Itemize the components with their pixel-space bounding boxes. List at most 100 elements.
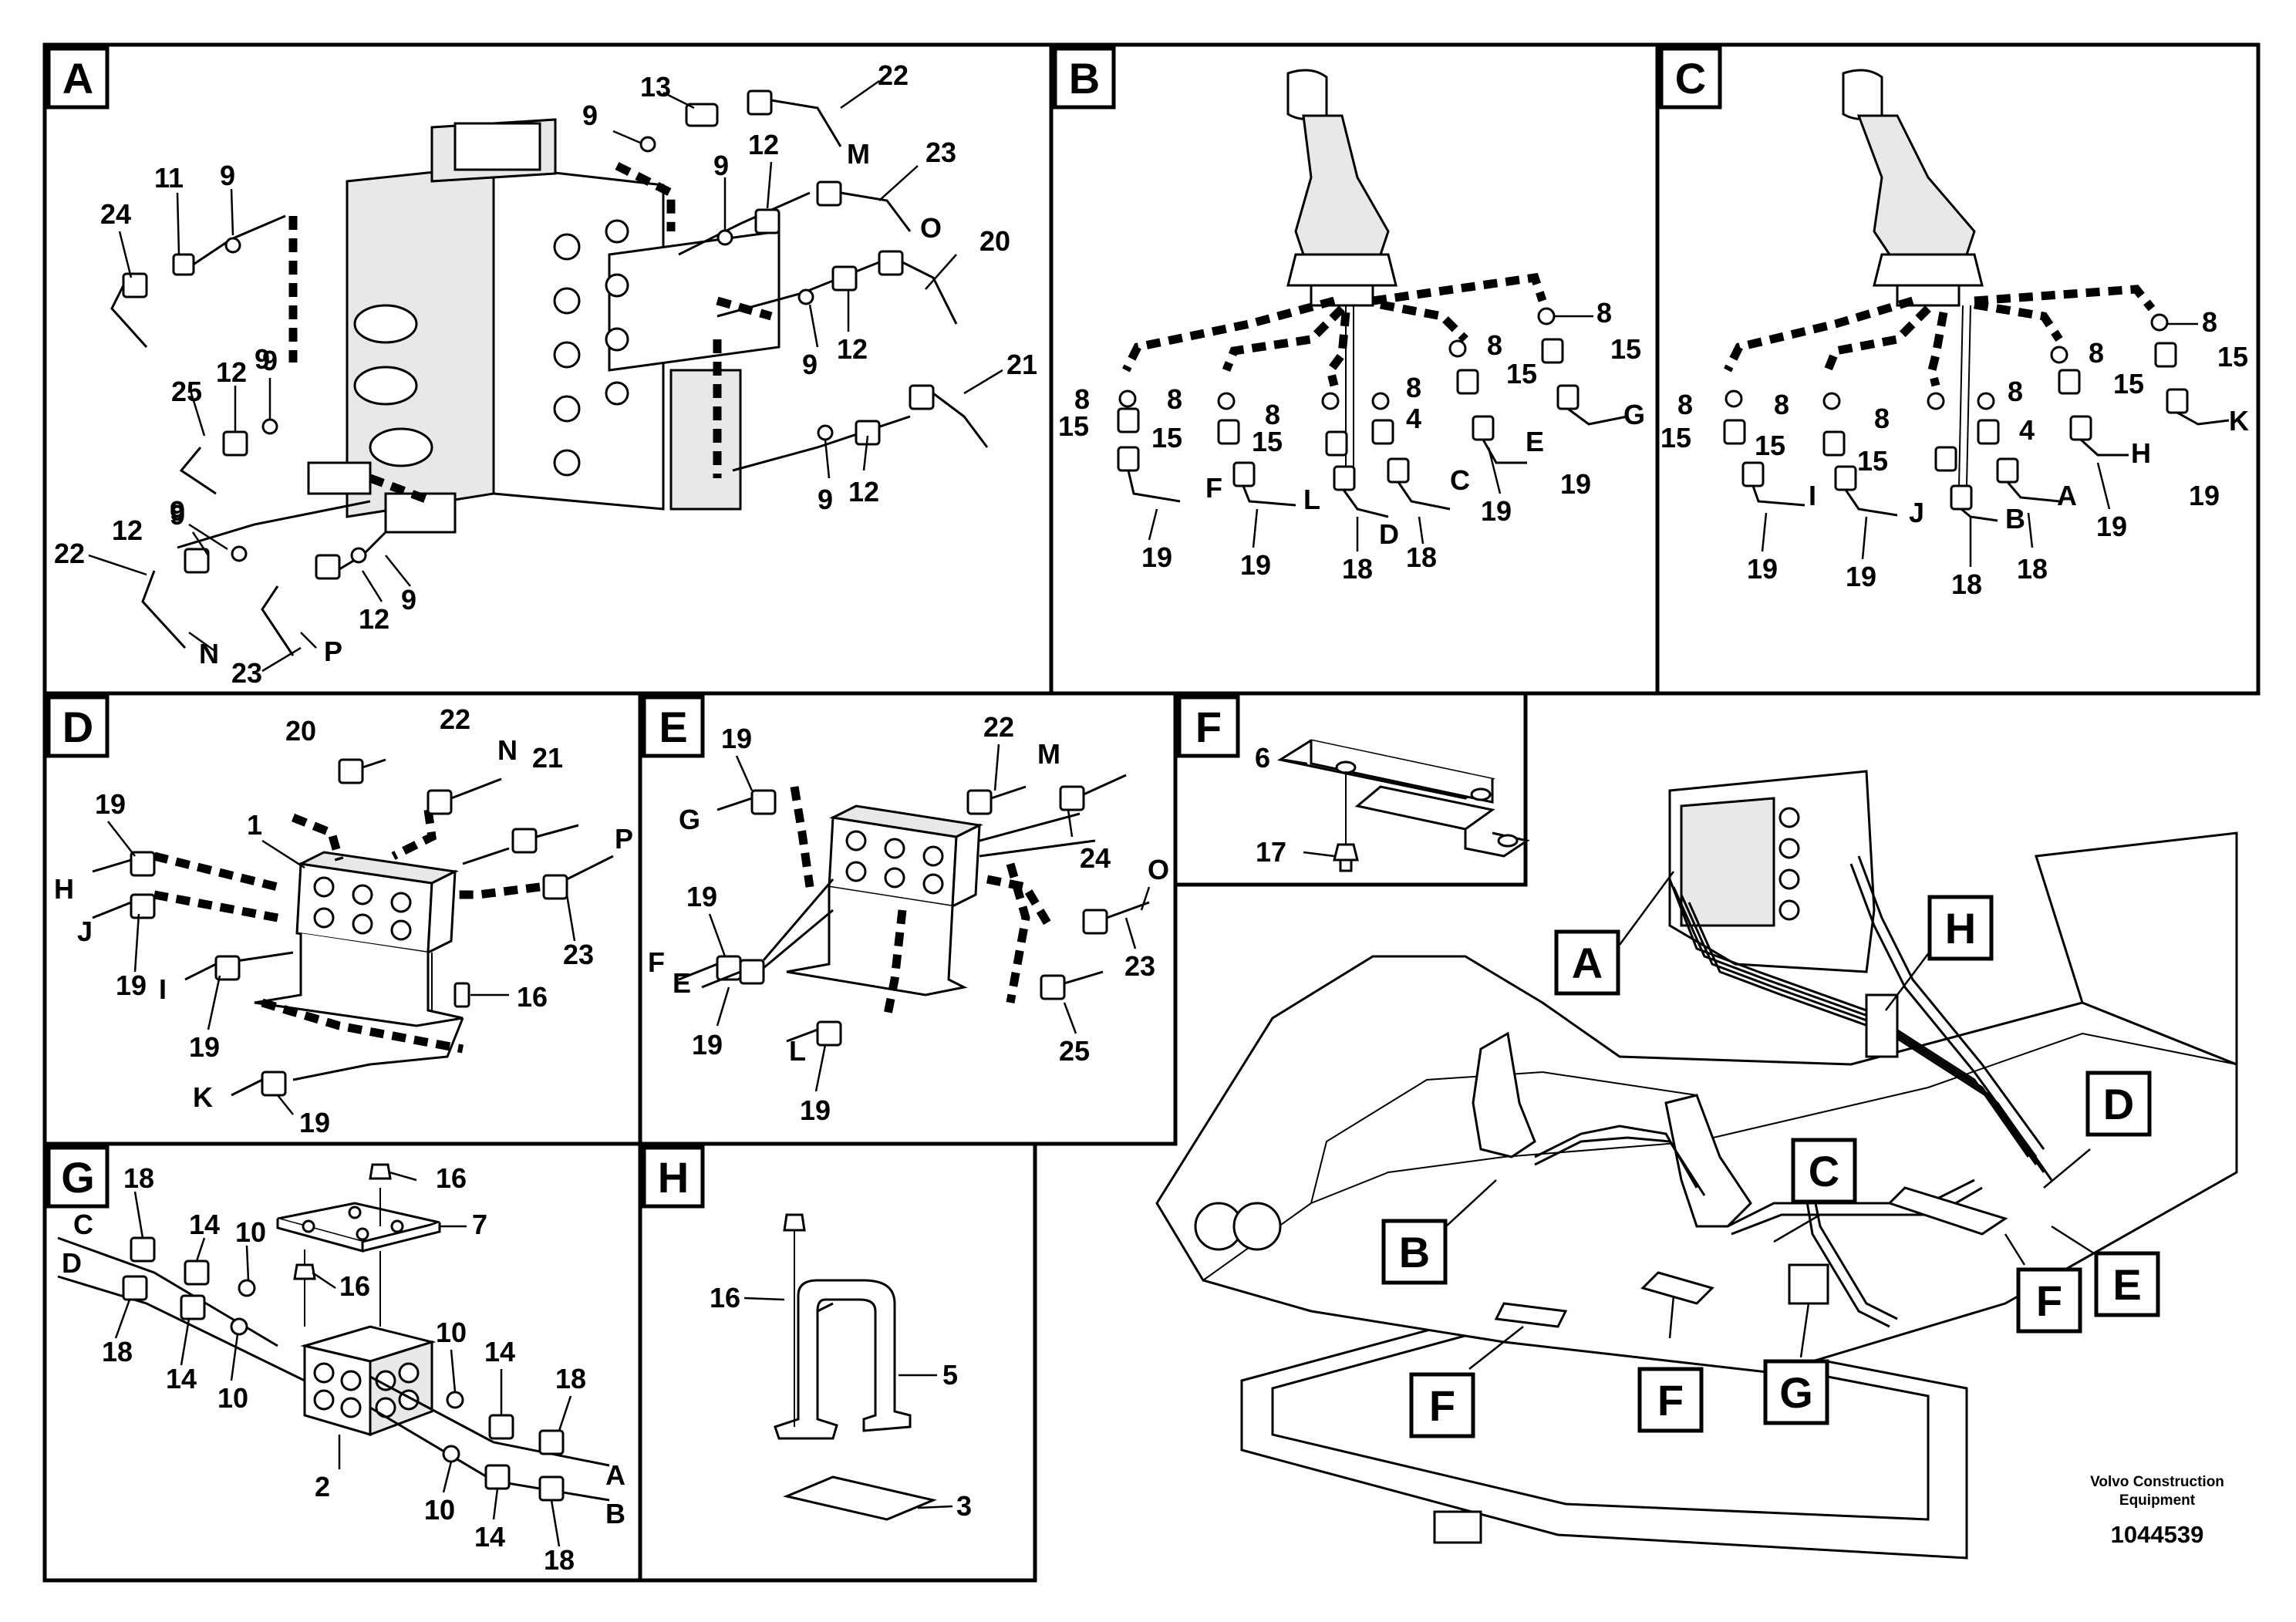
label-g-16b: 16 [339,1270,370,1302]
panel-f-tag: F [1195,703,1222,751]
panel-b: B [1053,46,1645,585]
callout-f3-box [1637,1367,1704,1433]
label-d-22: 22 [440,703,470,735]
label-c-15e: 15 [1857,445,1888,477]
label-d-H: H [54,873,74,905]
label-c-K: K [2229,405,2249,437]
dashed-hose-c4 [1974,300,2063,342]
label-b-15b: 15 [1506,358,1537,389]
label-c-A: A [2057,480,2077,511]
label-b-8b: 8 [1487,329,1502,361]
label-c-15c: 15 [1660,422,1691,454]
label-c-8f: 8 [2008,376,2023,407]
fittings-panel-d [92,758,614,1097]
fittings-panel-b [1117,307,1628,518]
label-h-16: 16 [710,1282,740,1313]
label-b-19: 19 [1560,468,1591,500]
block-drawing-g [276,1188,441,1437]
label-f-6: 6 [1255,742,1270,774]
panel-a: A [46,46,1037,689]
panel-b-labels: 8 8 15 8 15 8 8 8 4 15 15 15 G F L C E 1… [1058,297,1645,585]
label-c-15: 15 [2217,341,2248,373]
panel-frames [42,42,2261,1583]
hose-g2 [57,1275,305,1382]
panel-d-labels: 20 22 N 21 1 P 19 H J 19 23 I 16 19 K 19 [54,703,633,1138]
label-e-F: F [648,946,665,978]
callout-h: H [1945,904,1976,953]
label-g-10: 10 [235,1216,266,1248]
label-c-8b: 8 [2089,337,2104,369]
footer: Volvo Construction Equipment 1044539 [2090,1474,2224,1548]
dashed-hose-e4 [986,875,1053,928]
label-a-O: O [920,212,942,244]
label-g-10e: 10 [424,1494,455,1526]
label-e-25: 25 [1059,1035,1090,1067]
label-a-9e: 9 [802,349,818,380]
label-e-E: E [673,967,691,999]
label-a-12d: 12 [848,476,879,508]
dashed-hose-a5 [369,474,433,506]
label-e-19d: 19 [800,1094,831,1126]
callout-f2: F [1429,1381,1455,1430]
panel-e-tag-box [642,695,705,758]
panel-a-labels: 13 22 9 M 23 11 9 24 9 12 O 20 9 9 12 25… [54,59,1037,689]
label-e-22: 22 [983,711,1014,743]
panel-h-frame [638,1141,1037,1583]
label-g-C: C [73,1209,93,1240]
hose-d3 [292,1017,464,1081]
manifold-drawing-d [254,851,464,1027]
callout-b-box [1381,1219,1448,1285]
label-a-9h: 9 [170,495,185,527]
label-g-B: B [605,1498,625,1529]
dashed-hose-c2 [1823,305,1931,373]
label-g-10d: 10 [424,1494,455,1526]
callout-f3: F [1657,1376,1684,1425]
panel-d: D [46,695,633,1138]
panel-c: C [1659,46,2249,600]
label-b-E: E [1526,426,1544,457]
dashed-hose-c3 [1927,312,1948,387]
callout-d: D [2103,1080,2134,1128]
control-valve-drawing [307,118,781,534]
fittings-panel-a [110,89,989,656]
label-a-20: 20 [979,225,1010,257]
label-c-15d: 15 [1755,430,1785,461]
label-g-14: 14 [189,1209,220,1240]
overview-drawing [1155,770,2238,1560]
label-a-M: M [847,138,870,170]
label-a-11: 11 [154,162,184,194]
label-c-4: 4 [2019,414,2035,446]
label-b-18b: 18 [1406,541,1437,573]
label-b-15e: 15 [1252,426,1283,457]
bracket-drawing-f [1277,739,1530,872]
label-a-22: 22 [878,59,909,91]
hose-e4 [979,839,1096,858]
label-b-18: 18 [1342,553,1373,585]
dashed-hose-e3 [1006,862,1030,1003]
label-e-O: O [1148,854,1169,885]
label-d-16: 16 [517,981,548,1013]
label-e-19: 19 [721,723,752,754]
label-e-M: M [1037,738,1060,770]
label-g-18d: 18 [544,1544,575,1576]
panel-f: F 6 17 [1177,695,1530,872]
label-d-I: I [159,973,167,1005]
dashed-hose-d4 [153,890,279,922]
label-b-8: 8 [1596,297,1612,329]
hose-e3 [979,812,1081,842]
label-g-18c: 18 [555,1363,586,1394]
hose-a5 [177,500,371,549]
label-a-23: 23 [925,137,956,168]
label-g-18: 18 [123,1162,154,1194]
label-e-19c: 19 [692,1029,723,1061]
overview-callouts: A H D C B F E F F G [1381,895,2160,1438]
label-g-A: A [605,1459,625,1491]
panel-c-tag-box [1659,46,1722,110]
document-number: 1044539 [2111,1521,2204,1548]
callout-e: E [2112,1260,2141,1309]
panel-b-tag-box [1053,46,1116,110]
label-a-9b: 9 [220,160,235,191]
panel-a-tag: A [62,54,93,103]
label-g-10c: 10 [436,1317,467,1348]
